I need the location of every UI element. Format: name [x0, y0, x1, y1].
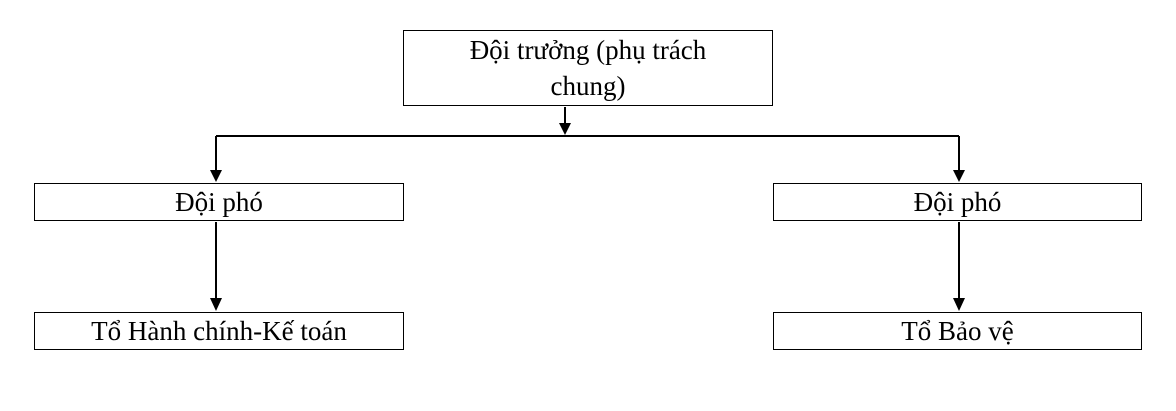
team-right-label: Tổ Bảo vệ [901, 316, 1014, 346]
team-left-box: Tổ Hành chính-Kế toán [34, 312, 404, 350]
team-left-label: Tổ Hành chính-Kế toán [91, 316, 347, 346]
arrowhead-deputy-right-icon [953, 170, 965, 182]
deputy-left-label: Đội phó [175, 187, 263, 217]
arrowhead-deputy-left-icon [210, 170, 222, 182]
team-right-box: Tổ Bảo vệ [773, 312, 1142, 350]
deputy-left-box: Đội phó [34, 183, 404, 221]
root-node-box: Đội trưởng (phụ trách chung) [403, 30, 773, 106]
arrowhead-root-icon [559, 123, 571, 135]
arrowhead-team-left-icon [210, 298, 222, 311]
root-node-label: Đội trưởng (phụ trách chung) [469, 35, 707, 101]
deputy-right-box: Đội phó [773, 183, 1142, 221]
arrowhead-team-right-icon [953, 298, 965, 311]
deputy-right-label: Đội phó [913, 187, 1002, 217]
